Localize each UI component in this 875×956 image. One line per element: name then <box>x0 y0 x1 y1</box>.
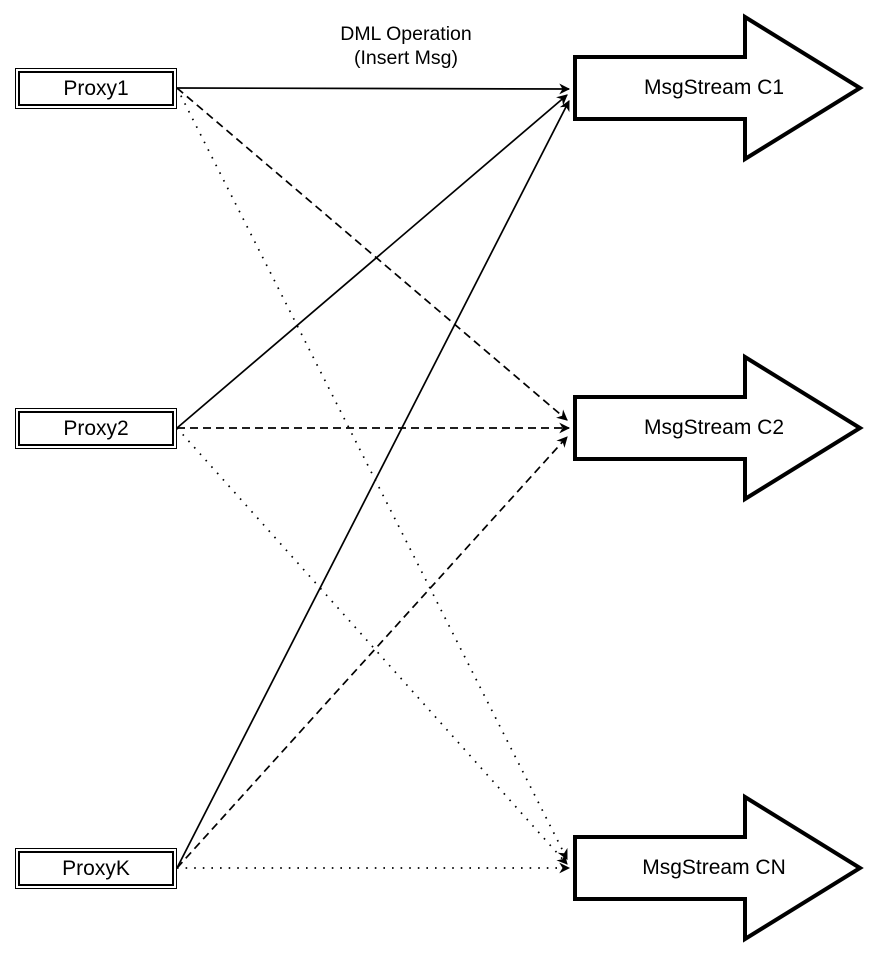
edge-proxy1-to-c1 <box>176 83 571 95</box>
msgstream-c1-arrow-shape <box>573 13 864 163</box>
msgstream-cn-arrow-shape <box>573 793 864 943</box>
edge-proxy2-to-c1 <box>176 94 568 429</box>
proxy2-box: Proxy2 <box>15 408 177 449</box>
proxy1-label: Proxy1 <box>63 76 129 100</box>
diagram-title: DML Operation (Insert Msg) <box>280 22 532 70</box>
edge-proxy1-to-c2 <box>176 87 568 421</box>
edge-proxy1-to-cn <box>176 87 568 860</box>
edge-proxy2-to-cn <box>176 427 568 865</box>
edge-proxyk-to-c2 <box>176 436 568 869</box>
proxyk-label: ProxyK <box>62 856 130 880</box>
edge-proxyk-to-c1 <box>176 100 570 869</box>
proxy2-label: Proxy2 <box>63 416 129 440</box>
msgstream-c2-arrow-shape <box>573 353 864 503</box>
proxy1-box: Proxy1 <box>15 68 177 109</box>
diagram-title-line1: DML Operation <box>340 23 472 45</box>
diagram-title-line2: (Insert Msg) <box>353 47 458 69</box>
proxyk-box: ProxyK <box>15 848 177 889</box>
